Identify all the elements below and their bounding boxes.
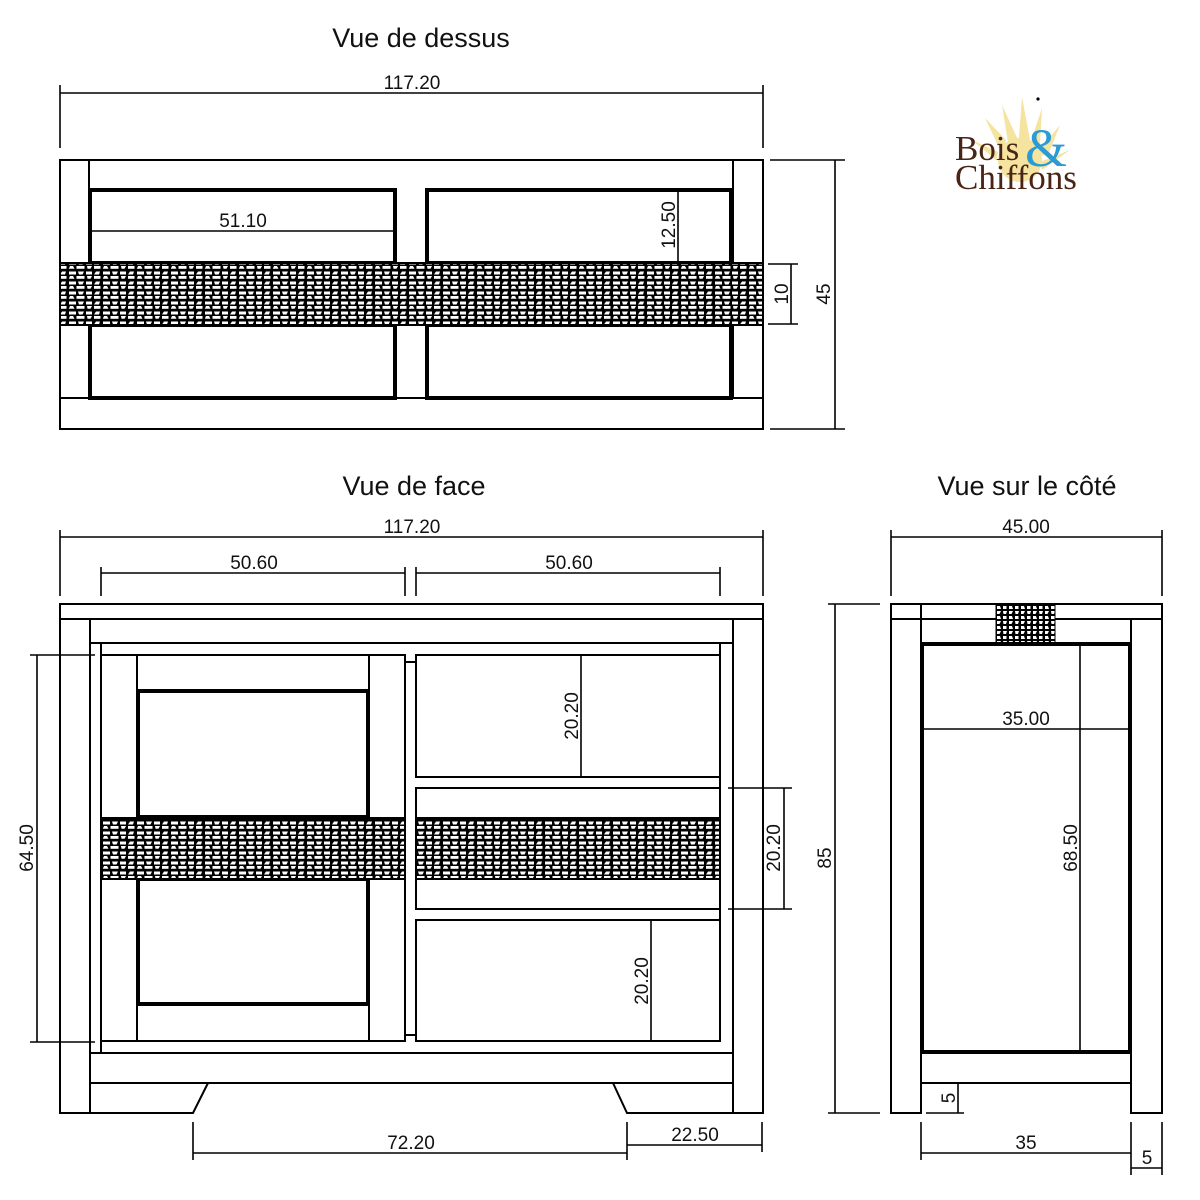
top-overall-depth-label: 45 <box>814 283 835 304</box>
side-panel <box>920 642 1132 1054</box>
logo-ampersand: & <box>1025 118 1067 178</box>
top-band-width-dimension: 10 <box>768 263 798 325</box>
front-left-lower-panel <box>136 877 370 1006</box>
front-right-section-label: 50.60 <box>545 553 593 574</box>
top-drawer-lower-left <box>88 323 397 400</box>
side-leg-width-dimension: 5 <box>1131 1122 1163 1175</box>
front-leg-offset-dimension: 22.50 <box>626 1122 763 1160</box>
front-right-section-dimension: 50.60 <box>415 553 721 596</box>
top-drawer-depth-dimension: 12.50 <box>659 188 680 263</box>
side-view-title: Vue sur le côté <box>937 471 1116 501</box>
side-inner-depth-label: 35 <box>1015 1133 1036 1154</box>
top-overall-depth-dimension: 45 <box>770 159 845 430</box>
side-panel-width-dimension: 35.00 <box>922 709 1131 730</box>
front-left-leg <box>59 618 91 1114</box>
front-left-section-dimension: 50.60 <box>100 553 406 596</box>
top-drawer-width-label: 51.10 <box>219 211 267 232</box>
sun-icon <box>972 97 1070 182</box>
front-left-height-label: 64.50 <box>17 824 38 872</box>
front-overall-width-dimension: 117.20 <box>59 517 764 596</box>
front-overall-height-label: 85 <box>815 847 836 868</box>
side-inner-depth-dimension: 35 <box>920 1122 1132 1175</box>
logo-dot <box>1036 97 1040 101</box>
top-stone-band <box>59 262 764 326</box>
front-left-upper-panel <box>136 689 370 819</box>
side-overall-depth-label: 45.00 <box>1002 517 1050 538</box>
front-top-slab <box>59 603 764 620</box>
front-drawer-middle-dimension: 20.20 <box>728 787 792 910</box>
front-overall-width-label: 117.20 <box>384 517 441 538</box>
front-drawer-bottom-label: 20.20 <box>632 957 653 1005</box>
top-drawer-upper-right <box>425 188 733 265</box>
top-drawer-width-dimension: 51.10 <box>90 211 396 232</box>
front-drawer-top-dimension: 20.20 <box>562 655 583 777</box>
front-apron-right <box>612 1082 733 1114</box>
front-right-drawer-top <box>415 654 721 778</box>
front-left-section-label: 50.60 <box>230 553 278 574</box>
side-overall-depth-dimension: 45.00 <box>890 517 1163 596</box>
front-right-stone-band <box>415 817 721 880</box>
front-apron-left <box>89 1082 209 1114</box>
front-overall-height-dimension: 85 <box>815 603 880 1114</box>
front-left-height-dimension: 64.50 <box>17 654 95 1043</box>
front-left-stone-band <box>100 817 406 880</box>
front-drawer-top-label: 20.20 <box>562 692 583 740</box>
side-leg-width-label: 5 <box>1142 1148 1153 1169</box>
top-view: Vue de dessus 117.20 51.10 12.50 <box>59 23 845 430</box>
side-front-leg <box>890 618 922 1114</box>
top-band-width-label: 10 <box>772 283 793 304</box>
front-base-opening-dimension: 72.20 <box>192 1122 627 1160</box>
top-view-title: Vue de dessus <box>332 23 510 53</box>
front-view: Vue de face 117.20 50.60 50.60 <box>17 471 880 1160</box>
side-panel-height-label: 68.50 <box>1061 824 1082 872</box>
side-panel-height-dimension: 68.50 <box>1061 644 1082 1052</box>
front-right-drawer-bottom <box>415 919 721 1042</box>
side-bottom-gap-dimension: 5 <box>926 1083 964 1114</box>
top-drawer-lower-right <box>425 323 733 400</box>
front-bottom-rail <box>89 1052 734 1084</box>
front-base-opening-label: 72.20 <box>387 1133 435 1154</box>
side-view: Vue sur le côté 45.00 35.00 68.50 5 <box>890 471 1163 1175</box>
front-drawer-bottom-dimension: 20.20 <box>632 920 653 1041</box>
front-right-leg <box>732 618 764 1114</box>
front-drawer-middle-label: 20.20 <box>764 824 785 872</box>
side-stone-band <box>995 604 1056 644</box>
side-back-leg <box>1130 618 1163 1114</box>
logo-text-bois: Bois <box>955 129 1019 168</box>
logo-text-chiffons: Chiffons <box>955 158 1077 197</box>
front-view-title: Vue de face <box>342 471 485 501</box>
top-overall-width-label: 117.20 <box>384 73 441 94</box>
front-leg-offset-label: 22.50 <box>671 1125 719 1146</box>
front-top-rail <box>89 618 734 644</box>
top-overall-width-dimension: 117.20 <box>59 73 764 148</box>
side-bottom-gap-label: 5 <box>939 1093 960 1104</box>
top-drawer-depth-label: 12.50 <box>659 201 680 249</box>
side-panel-width-label: 35.00 <box>1002 709 1050 730</box>
brand-logo: Bois & Chiffons <box>955 97 1077 197</box>
